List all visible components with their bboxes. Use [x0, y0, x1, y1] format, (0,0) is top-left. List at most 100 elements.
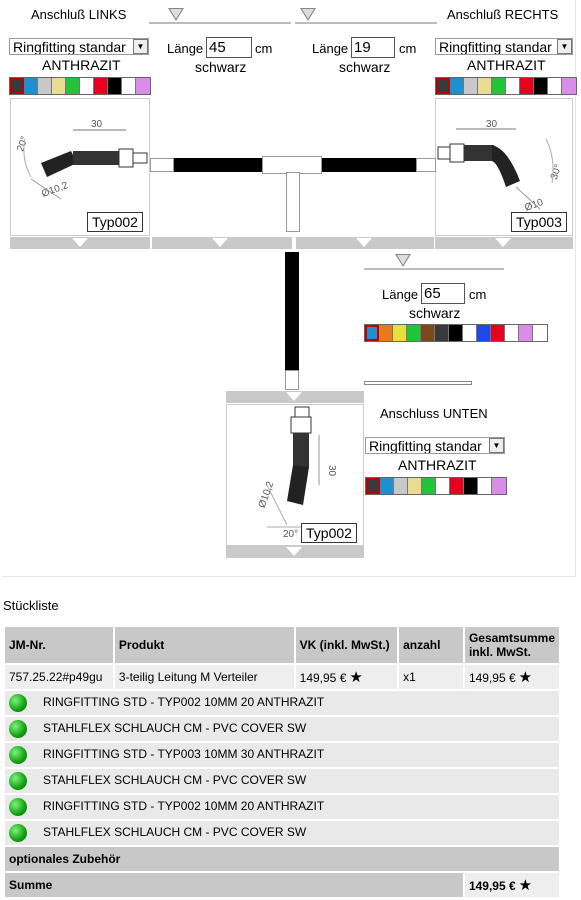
- bottom-fitting-select[interactable]: Ringfitting standar ▼: [365, 437, 505, 454]
- cell-nr: 757.25.22#p49gu: [5, 665, 113, 689]
- color-swatch[interactable]: [393, 325, 407, 341]
- hose-left[interactable]: [174, 158, 262, 172]
- color-swatch[interactable]: [450, 78, 464, 94]
- bottom-dim-dia: Ø10,2: [257, 480, 277, 510]
- hose-right-expand-icon[interactable]: [300, 8, 316, 21]
- color-swatch[interactable]: [506, 78, 520, 94]
- right-dim-length: 30: [486, 119, 498, 130]
- color-swatch[interactable]: [422, 478, 436, 494]
- hose-left-divider: [149, 22, 291, 24]
- fitting-drawing-icon: 30 30° Ø10: [437, 119, 565, 214]
- sum-value: 149,95 €★: [464, 873, 559, 897]
- color-swatch[interactable]: [380, 478, 394, 494]
- color-swatch[interactable]: [10, 78, 24, 94]
- hose-bottom-color-swatches: [364, 324, 548, 342]
- chevron-down-icon[interactable]: ▼: [489, 438, 504, 453]
- color-swatch[interactable]: [365, 325, 379, 341]
- color-swatch[interactable]: [478, 78, 492, 94]
- color-swatch[interactable]: [108, 78, 122, 94]
- hose-left-bar[interactable]: [152, 237, 292, 249]
- color-swatch[interactable]: [464, 478, 478, 494]
- hose-bottom[interactable]: [285, 252, 299, 370]
- right-color-swatches: [435, 77, 577, 95]
- color-swatch[interactable]: [463, 325, 477, 341]
- color-swatch[interactable]: [435, 325, 449, 341]
- color-swatch[interactable]: [477, 325, 491, 341]
- hose-bottom-divider: [364, 268, 504, 270]
- color-swatch[interactable]: [478, 478, 492, 494]
- col-header-price: VK (inkl. MwSt.): [295, 627, 398, 663]
- right-fitting-select[interactable]: Ringfitting standar ▼: [435, 38, 573, 55]
- left-dim-length: 30: [91, 119, 103, 130]
- color-swatch[interactable]: [122, 78, 136, 94]
- chevron-down-icon[interactable]: ▼: [133, 39, 148, 54]
- left-connection-title: Anschluß LINKS: [31, 7, 127, 22]
- color-swatch[interactable]: [52, 78, 66, 94]
- color-swatch[interactable]: [520, 78, 534, 94]
- right-fitting-bar[interactable]: [435, 237, 573, 249]
- col-header-qty: anzahl: [399, 627, 463, 663]
- list-item: RINGFITTING STD - TYP003 10MM 30 ANTHRAZ…: [5, 743, 559, 767]
- bottom-color-swatches: [365, 477, 507, 495]
- right-dim-angle: 30°: [549, 163, 565, 181]
- hose-left-length-input[interactable]: 45: [206, 37, 252, 58]
- right-connection-title: Anschluß RECHTS: [447, 7, 559, 22]
- cell-price: 149,95 €★: [295, 665, 398, 689]
- color-swatch[interactable]: [505, 325, 519, 341]
- bottom-type-label: Typ002: [301, 523, 357, 543]
- color-swatch[interactable]: [421, 325, 435, 341]
- list-item: RINGFITTING STD - TYP002 10MM 20 ANTHRAZ…: [5, 795, 559, 819]
- bottom-fitting-preview[interactable]: 30 Ø10,2 20° Typ002: [226, 404, 364, 546]
- left-fitting-preview[interactable]: 30 20° Ø10,2 Typ002: [10, 98, 150, 236]
- color-swatch[interactable]: [548, 78, 562, 94]
- cell-product: 3-teilig Leitung M Verteiler: [114, 665, 294, 689]
- color-swatch[interactable]: [38, 78, 52, 94]
- left-fitting-select[interactable]: Ringfitting standar ▼: [9, 38, 149, 55]
- color-swatch[interactable]: [534, 78, 548, 94]
- color-swatch[interactable]: [80, 78, 94, 94]
- hose-left-unit: cm: [255, 41, 273, 56]
- color-swatch[interactable]: [66, 78, 80, 94]
- color-swatch[interactable]: [492, 78, 506, 94]
- color-swatch[interactable]: [366, 478, 380, 494]
- color-swatch[interactable]: [449, 325, 463, 341]
- hose-right-bar[interactable]: [296, 237, 434, 249]
- sum-label: Summe: [5, 873, 463, 897]
- color-swatch[interactable]: [491, 325, 505, 341]
- color-swatch[interactable]: [492, 478, 506, 494]
- color-swatch[interactable]: [407, 325, 421, 341]
- hose-configurator: Anschluß LINKS Anschluß RECHTS Ringfitti…: [2, 0, 577, 577]
- color-swatch[interactable]: [408, 478, 422, 494]
- status-ok-icon: [9, 824, 27, 842]
- status-ok-icon: [9, 746, 27, 764]
- left-fitting-bar[interactable]: [10, 237, 150, 249]
- hose-left-expand-icon[interactable]: [168, 8, 184, 21]
- color-swatch[interactable]: [379, 325, 393, 341]
- hose-right-divider: [295, 22, 437, 24]
- hose-right[interactable]: [322, 158, 416, 172]
- color-swatch[interactable]: [533, 325, 547, 341]
- color-swatch[interactable]: [24, 78, 38, 94]
- optional-accessories-row[interactable]: optionales Zubehör: [5, 847, 559, 871]
- hose-bottom-length-input[interactable]: 65: [421, 283, 465, 304]
- color-swatch[interactable]: [136, 78, 150, 94]
- color-swatch[interactable]: [562, 78, 576, 94]
- color-swatch[interactable]: [450, 478, 464, 494]
- color-swatch[interactable]: [519, 325, 533, 341]
- color-swatch[interactable]: [464, 78, 478, 94]
- col-header-total: Gesamtsumme inkl. MwSt.: [464, 627, 559, 663]
- cell-qty: x1: [399, 665, 463, 689]
- bottom-fitting-bar[interactable]: [226, 546, 364, 558]
- color-swatch[interactable]: [394, 478, 408, 494]
- right-hose-end-cap: [416, 158, 436, 172]
- right-fitting-preview[interactable]: 30 30° Ø10 Typ003: [435, 98, 573, 236]
- chevron-down-icon[interactable]: ▼: [557, 39, 572, 54]
- bottom-connection-title: Anschluss UNTEN: [380, 406, 488, 421]
- color-swatch[interactable]: [94, 78, 108, 94]
- hose-bottom-expand-icon[interactable]: [395, 254, 411, 267]
- hose-right-length-label: Länge: [312, 41, 349, 56]
- bottom-fitting-top-bar[interactable]: [226, 391, 364, 403]
- color-swatch[interactable]: [436, 478, 450, 494]
- hose-right-length-input[interactable]: 19: [351, 37, 395, 58]
- color-swatch[interactable]: [436, 78, 450, 94]
